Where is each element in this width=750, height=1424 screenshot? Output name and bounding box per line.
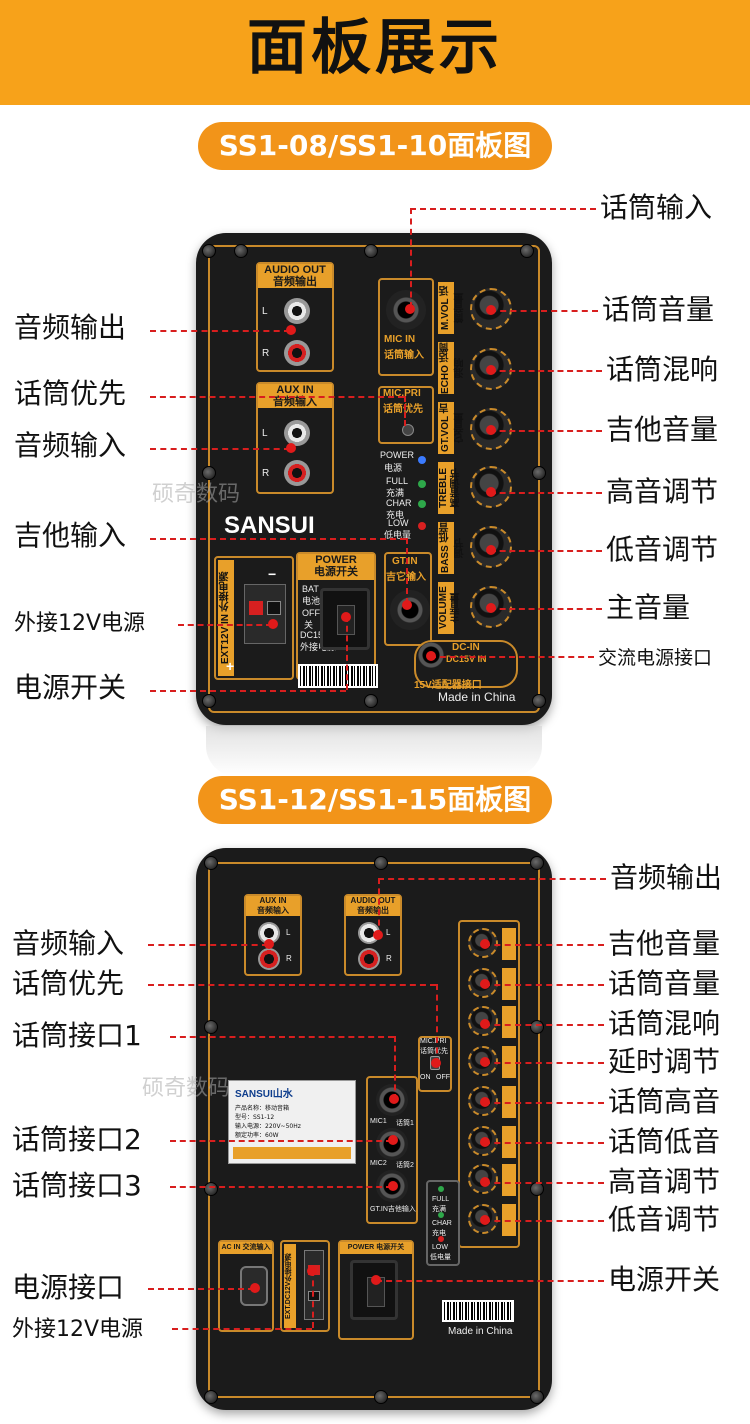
label-audio-out-1: 音频输出 xyxy=(14,311,127,344)
guitar-volume-knob[interactable] xyxy=(470,408,512,450)
label-mic3-2: 话筒接口3 xyxy=(12,1169,142,1202)
ext12v-terminal[interactable] xyxy=(244,584,286,644)
bass-knob-2[interactable] xyxy=(468,1204,498,1234)
audio-out-r-jack-2[interactable] xyxy=(358,948,380,970)
mic-pri-box xyxy=(378,386,434,444)
section1-title: SS1-08/SS1-10面板图 xyxy=(198,122,552,170)
label-mic-echo-2: 话筒混响 xyxy=(608,1007,721,1040)
name-plate: SANSUI山水 产品名称：移动音箱 型号：SS1-12 输入电源：220V~5… xyxy=(228,1080,356,1164)
mic-jacks-box xyxy=(366,1076,418,1224)
label-power-switch-2: 电源开关 xyxy=(608,1263,721,1296)
label-ext12v-2: 外接12V电源 xyxy=(12,1317,144,1342)
audio-out-l-jack[interactable] xyxy=(284,298,310,324)
label-treble-2: 高音调节 xyxy=(608,1165,721,1198)
page-title: 面板展示 xyxy=(247,13,503,83)
mic-volume-knob[interactable] xyxy=(470,288,512,330)
barcode-sticker-2 xyxy=(442,1300,514,1322)
aux-in-r-jack[interactable] xyxy=(284,460,310,486)
brand-logo: SANSUI xyxy=(224,512,315,539)
ac-in-box: AC IN 交流输入 xyxy=(218,1240,274,1332)
power-box: POWER 电源开关 xyxy=(296,552,376,680)
barcode-sticker xyxy=(298,664,378,688)
label-aux-in-2: 音频输入 xyxy=(12,927,125,960)
label-mic-in-1: 话筒输入 xyxy=(600,191,713,224)
label-treble-1: 高音调节 xyxy=(606,475,719,508)
audio-out-r-jack[interactable] xyxy=(284,340,310,366)
label-mic-treble-2: 话筒高音 xyxy=(608,1085,721,1118)
power-box-2: POWER 电源开关 xyxy=(338,1240,414,1340)
power-led xyxy=(418,456,426,464)
label-ac-in-2: 电源接口 xyxy=(12,1271,125,1304)
charge-led xyxy=(418,500,426,508)
label-guitar-volume-2: 吉他音量 xyxy=(608,927,721,960)
label-guitar-volume-1: 吉他音量 xyxy=(606,413,719,446)
ext-dc-box xyxy=(280,1240,330,1332)
label-mic2-2: 话筒接口2 xyxy=(12,1123,142,1156)
label-mic-bass-2: 话筒低音 xyxy=(608,1125,721,1158)
label-ext12v-1: 外接12V电源 xyxy=(14,611,146,636)
label-power-switch-1: 电源开关 xyxy=(14,671,127,704)
power-rocker-switch-2[interactable] xyxy=(350,1260,398,1320)
label-guitar-in-1: 吉他输入 xyxy=(14,519,127,552)
audio-out-box: AUDIO OUT 音频输出 xyxy=(256,262,334,372)
guitar-in-jack[interactable] xyxy=(390,590,430,630)
mic-pri-box-2 xyxy=(418,1036,452,1092)
mic-echo-knob[interactable] xyxy=(470,348,512,390)
label-main-volume-1: 主音量 xyxy=(606,591,691,624)
knob-column-2 xyxy=(458,920,520,1248)
label-mic-pri-1: 话筒优先 xyxy=(14,377,127,410)
gt-in-box xyxy=(384,552,432,646)
full-led xyxy=(418,480,426,488)
label-audio-out-2: 音频输出 xyxy=(610,861,723,894)
label-bass-2: 低音调节 xyxy=(608,1203,721,1236)
mic-in-box xyxy=(378,278,434,376)
label-mic-volume-2: 话筒音量 xyxy=(608,967,721,1000)
label-ac-in-1: 交流电源接口 xyxy=(598,647,713,669)
low-led xyxy=(418,522,426,530)
label-mic-volume-1: 话筒音量 xyxy=(602,293,715,326)
aux-in-l-jack[interactable] xyxy=(284,420,310,446)
label-delay-2: 延时调节 xyxy=(608,1045,721,1078)
section2-title: SS1-12/SS1-15面板图 xyxy=(198,776,552,824)
label-mic-echo-1: 话筒混响 xyxy=(606,353,719,386)
aux-in-r-jack-2[interactable] xyxy=(258,948,280,970)
label-mic1-2: 话筒接口1 xyxy=(12,1019,142,1052)
label-bass-1: 低音调节 xyxy=(606,533,719,566)
aux-in-l-jack-2[interactable] xyxy=(258,922,280,944)
ext12v-box xyxy=(214,556,294,680)
ext-dc-terminal[interactable] xyxy=(304,1250,324,1320)
dc-in-box xyxy=(414,640,518,688)
label-aux-in-1: 音频输入 xyxy=(14,429,127,462)
label-mic-pri-2: 话筒优先 xyxy=(12,967,125,1000)
header-banner: 面板展示 xyxy=(0,0,750,105)
audio-out-box-2: AUDIO OUT 音频输出 xyxy=(344,894,402,976)
aux-in-box-2: AUX IN 音频输入 xyxy=(244,894,302,976)
mic-treble-knob-2[interactable] xyxy=(468,1086,498,1116)
mic-pri-switch[interactable] xyxy=(402,424,414,436)
battery-led-box-2 xyxy=(426,1180,460,1266)
